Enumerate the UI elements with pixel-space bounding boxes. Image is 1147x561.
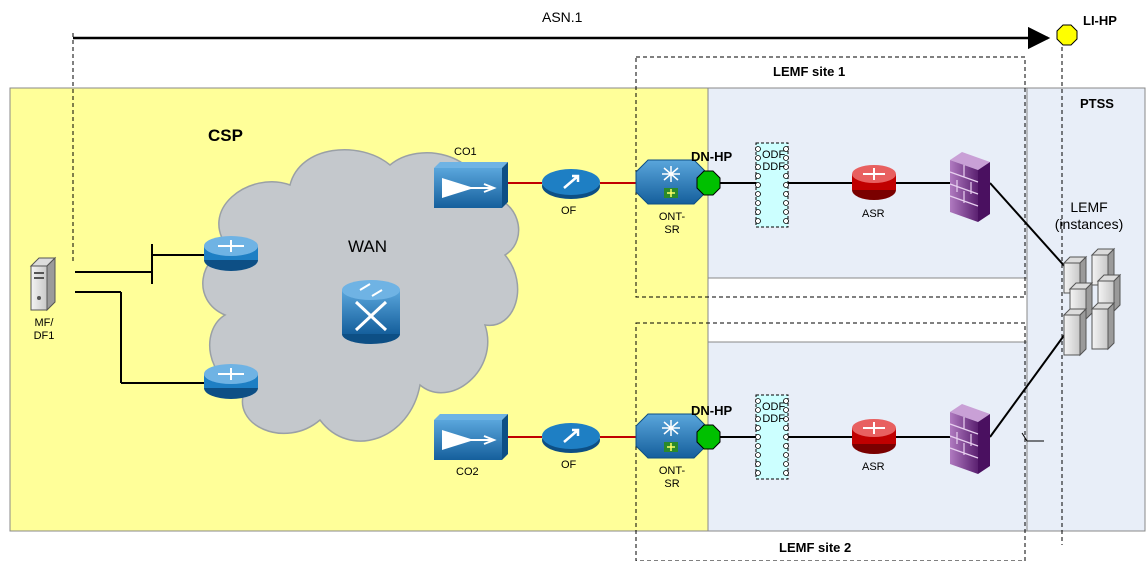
dn-hp-octagon-1 xyxy=(696,170,721,196)
odf-ddf-label-1: ODF DDF xyxy=(762,149,785,173)
ont-switch-icon xyxy=(635,159,707,205)
wan-switch-icon xyxy=(342,280,400,344)
co1-label: CO1 xyxy=(454,146,477,158)
optical-filter-icon xyxy=(542,169,600,199)
router-icon xyxy=(852,419,896,454)
optical-filter-icon xyxy=(542,423,600,453)
dn-hp-label-1: DN-HP xyxy=(691,149,733,164)
ddf-label-2: DDF xyxy=(762,413,785,425)
wan-label: WAN xyxy=(348,237,388,256)
fiber-links xyxy=(508,182,636,438)
server-cluster-icon xyxy=(1062,247,1122,357)
odf-label-2: ODF xyxy=(762,401,786,413)
asr-label-1: ASR xyxy=(862,208,885,220)
odf-ddf-label-2: ODF DDF xyxy=(762,401,785,425)
co2-label: CO2 xyxy=(456,466,479,478)
patch-panel-icon xyxy=(755,394,789,480)
mf-df1-line2: DF1 xyxy=(33,330,55,342)
patch-panel-icon xyxy=(755,142,789,228)
ddf-label-1: DDF xyxy=(762,161,785,173)
firewall-icon xyxy=(949,152,990,222)
asr-label-2: ASR xyxy=(862,461,885,473)
site-gap-band xyxy=(707,277,1028,343)
li-hp-octagon xyxy=(1056,24,1078,46)
links xyxy=(75,182,1069,438)
optical-amplifier-icon xyxy=(434,162,508,208)
ont-sr-1-line1: ONT- xyxy=(658,211,686,223)
optical-amplifier-icon xyxy=(434,414,508,460)
ont-switch-icon xyxy=(635,413,707,459)
server-icon xyxy=(29,256,57,312)
dn-hp-octagon-2 xyxy=(696,424,721,450)
router-icon xyxy=(204,364,258,399)
small-tick xyxy=(1021,432,1044,442)
of-label-1: OF xyxy=(561,205,577,217)
csp-label: CSP xyxy=(208,126,243,145)
ptss-label: PTSS xyxy=(1080,96,1114,111)
firewall-icon xyxy=(949,404,990,474)
lemf-line2: (instances) xyxy=(1054,216,1124,232)
lemf-line1: LEMF xyxy=(1070,199,1108,215)
li-hp-label: LI-HP xyxy=(1083,13,1117,28)
odf-label-1: ODF xyxy=(762,149,786,161)
router-icon xyxy=(852,165,896,200)
of-label-2: OF xyxy=(561,459,577,471)
router-icon xyxy=(204,236,258,271)
ont-sr-1-line2: SR xyxy=(664,224,680,236)
lemf-site-1-label: LEMF site 1 xyxy=(773,64,846,79)
ont-sr-2-line2: SR xyxy=(664,478,680,490)
ont-sr-label-1: ONT- SR xyxy=(654,212,690,236)
lemf-instances-label: LEMF (instances) xyxy=(1044,199,1134,233)
dn-hp-label-2: DN-HP xyxy=(691,403,733,418)
lemf-site-2-label: LEMF site 2 xyxy=(779,540,852,555)
ont-sr-2-line1: ONT- xyxy=(658,465,686,477)
ont-sr-label-2: ONT- SR xyxy=(654,466,690,490)
mf-df1-line1: MF/ xyxy=(34,317,54,329)
asn1-label: ASN.1 xyxy=(542,9,583,25)
mf-df1-label: MF/ DF1 xyxy=(28,318,60,342)
